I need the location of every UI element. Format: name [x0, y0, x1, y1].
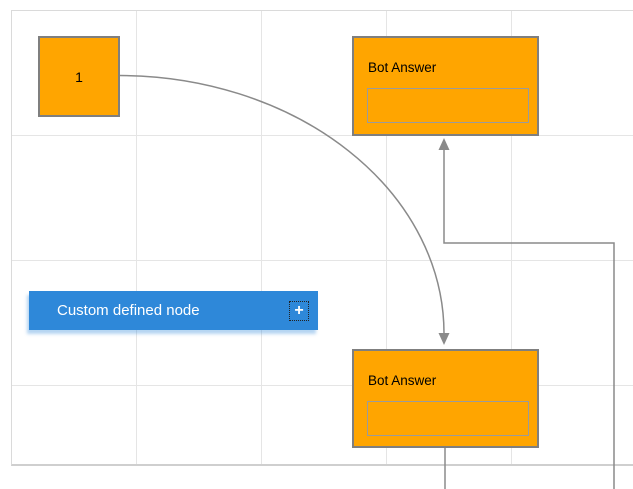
bot-answer-node-bottom[interactable]: Bot Answer	[352, 349, 539, 448]
connector-orthogonal[interactable]	[438, 138, 615, 489]
plus-icon: +	[294, 301, 304, 319]
arrowhead-up-icon	[438, 138, 450, 150]
start-node[interactable]: 1	[38, 36, 120, 117]
start-node-label: 1	[75, 68, 83, 85]
connector-curved[interactable]	[119, 74, 450, 346]
add-button[interactable]: +	[289, 300, 309, 321]
bot-answer-input[interactable]	[367, 401, 529, 436]
bot-answer-node-top[interactable]: Bot Answer	[352, 36, 539, 136]
arrowhead-down-icon	[438, 333, 450, 345]
bot-answer-title: Bot Answer	[368, 60, 437, 75]
custom-node-label: Custom defined node	[57, 302, 200, 319]
bot-answer-title: Bot Answer	[368, 373, 437, 388]
custom-defined-node[interactable]: Custom defined node +	[29, 291, 318, 330]
bot-answer-input[interactable]	[367, 88, 529, 123]
